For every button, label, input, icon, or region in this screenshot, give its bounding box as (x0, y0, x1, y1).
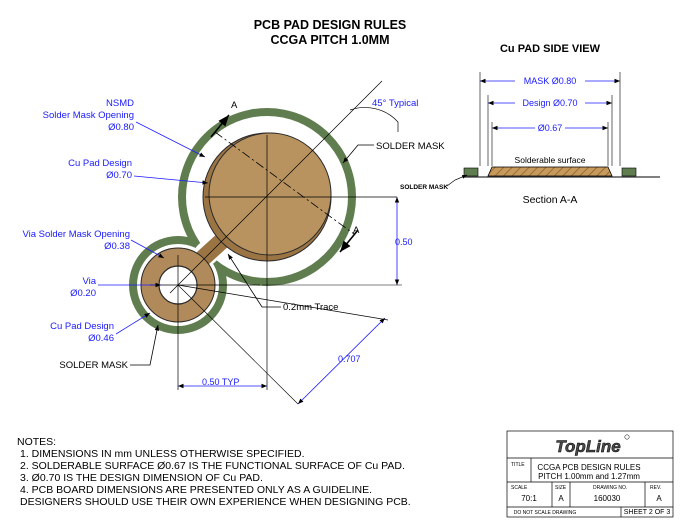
solder-mask-left-label: SOLDER MASK (59, 360, 128, 371)
dim-050-vertical: 0.50 (395, 237, 413, 247)
pad-plan-view: A A 45° Typical NSMD Solder Mask Opening… (22, 80, 445, 405)
left-callouts: NSMD Solder Mask Opening Ø0.80 Cu Pad De… (22, 98, 209, 371)
note-4-continued: DESIGNERS SHOULD USE THEIR OWN EXPERIENC… (20, 496, 411, 508)
drawing-title-line1: PCB PAD DESIGN RULES (254, 18, 407, 32)
note-4: 4. PCB BOARD DIMENSIONS ARE PRESENTED ON… (20, 484, 372, 496)
side-design-dim: Design Ø0.70 (522, 98, 577, 108)
title-block (506, 430, 674, 518)
do-not-scale-note: DO NOT SCALE DRAWING (514, 510, 577, 516)
dimensions: 0.50 0.50 TYP 0.707 (177, 197, 413, 405)
size-caption: SIZE (555, 485, 567, 491)
sheet-number: SHEET 2 OF 3 (624, 509, 671, 516)
side-view: Cu PAD SIDE VIEW MASK Ø0.80 Design Ø0.70… (400, 43, 660, 206)
cu-pad-design-dim: Ø0.70 (106, 170, 132, 181)
nsmd-dim: Ø0.80 (108, 122, 134, 133)
notes: NOTES: 1. DIMENSIONS IN mm UNLESS OTHERW… (17, 436, 411, 508)
via-pad-design-dim: Ø0.46 (88, 333, 114, 344)
title-block-title-line2: PITCH 1.00mm and 1.27mm (538, 472, 640, 481)
section-cut-a-a: A A (210, 100, 360, 253)
via-label: Via (82, 276, 96, 287)
section-marker-bottom: A (353, 225, 360, 236)
side-surface-dim: Ø0.67 (538, 123, 563, 133)
solderable-surface (208, 132, 332, 256)
side-solder-mask-label: SOLDER MASK (400, 184, 448, 191)
note-2: 2. SOLDERABLE SURFACE Ø0.67 IS THE FUNCT… (20, 460, 405, 472)
title-caption: TITLE (511, 462, 525, 468)
note-1: 1. DIMENSIONS IN mm UNLESS OTHERWISE SPE… (20, 448, 305, 460)
via-mask-opening-label: Via Solder Mask Opening (22, 229, 130, 240)
center-lines (150, 80, 397, 390)
nsmd-label-line1: NSMD (106, 98, 134, 109)
dim-0707: 0.707 (338, 354, 361, 364)
trace-label: 0.2mm Trace (283, 302, 338, 313)
side-mask-dim: MASK Ø0.80 (524, 76, 577, 86)
via-dim: Ø0.20 (70, 288, 96, 299)
section-label: Section A-A (523, 194, 578, 206)
solderable-surface-label: Solderable surface (515, 155, 586, 165)
via-mask-opening-dim: Ø0.38 (104, 241, 130, 252)
nsmd-label-line2: Solder Mask Opening (43, 110, 134, 121)
solder-mask-left-block (463, 167, 479, 177)
angle-note: 45° Typical (349, 98, 418, 132)
drawing-title-line2: CCGA PITCH 1.0MM (271, 33, 390, 47)
note-3: 3. Ø0.70 IS THE DESIGN DIMENSION OF Cu P… (20, 472, 263, 484)
rev-caption: REV. (650, 485, 661, 491)
solder-mask-right-block (621, 167, 637, 177)
notes-heading: NOTES: (17, 436, 56, 448)
right-callout: SOLDER MASK (342, 141, 445, 164)
topline-logo: TopLine (555, 437, 620, 456)
trace-callout: 0.2mm Trace (227, 253, 338, 313)
dim-050-typ: 0.50 TYP (202, 377, 239, 387)
scale-value: 70:1 (521, 494, 537, 503)
title-block-content: TopLine TITLE CCGA PCB DESIGN RULES PITC… (511, 434, 671, 516)
registered-mark-icon (624, 434, 630, 440)
section-marker-top: A (231, 100, 238, 111)
drawing-no-caption: DRAWING NO. (593, 485, 627, 491)
title-block-title-line1: CCGA PCB DESIGN RULES (537, 463, 640, 472)
cu-pad-design-label: Cu Pad Design (68, 158, 132, 169)
angle-note-text: 45° Typical (372, 98, 418, 109)
rev-value: A (656, 494, 662, 503)
solder-mask-right-label: SOLDER MASK (376, 141, 445, 152)
size-value: A (558, 494, 564, 503)
scale-caption: SCALE (511, 485, 528, 491)
drawing-no-value: 160030 (594, 494, 621, 503)
copper-features (140, 132, 332, 323)
cu-pad-section (487, 166, 613, 177)
via-pad-design-label: Cu Pad Design (50, 321, 114, 332)
side-view-heading: Cu PAD SIDE VIEW (500, 43, 601, 55)
